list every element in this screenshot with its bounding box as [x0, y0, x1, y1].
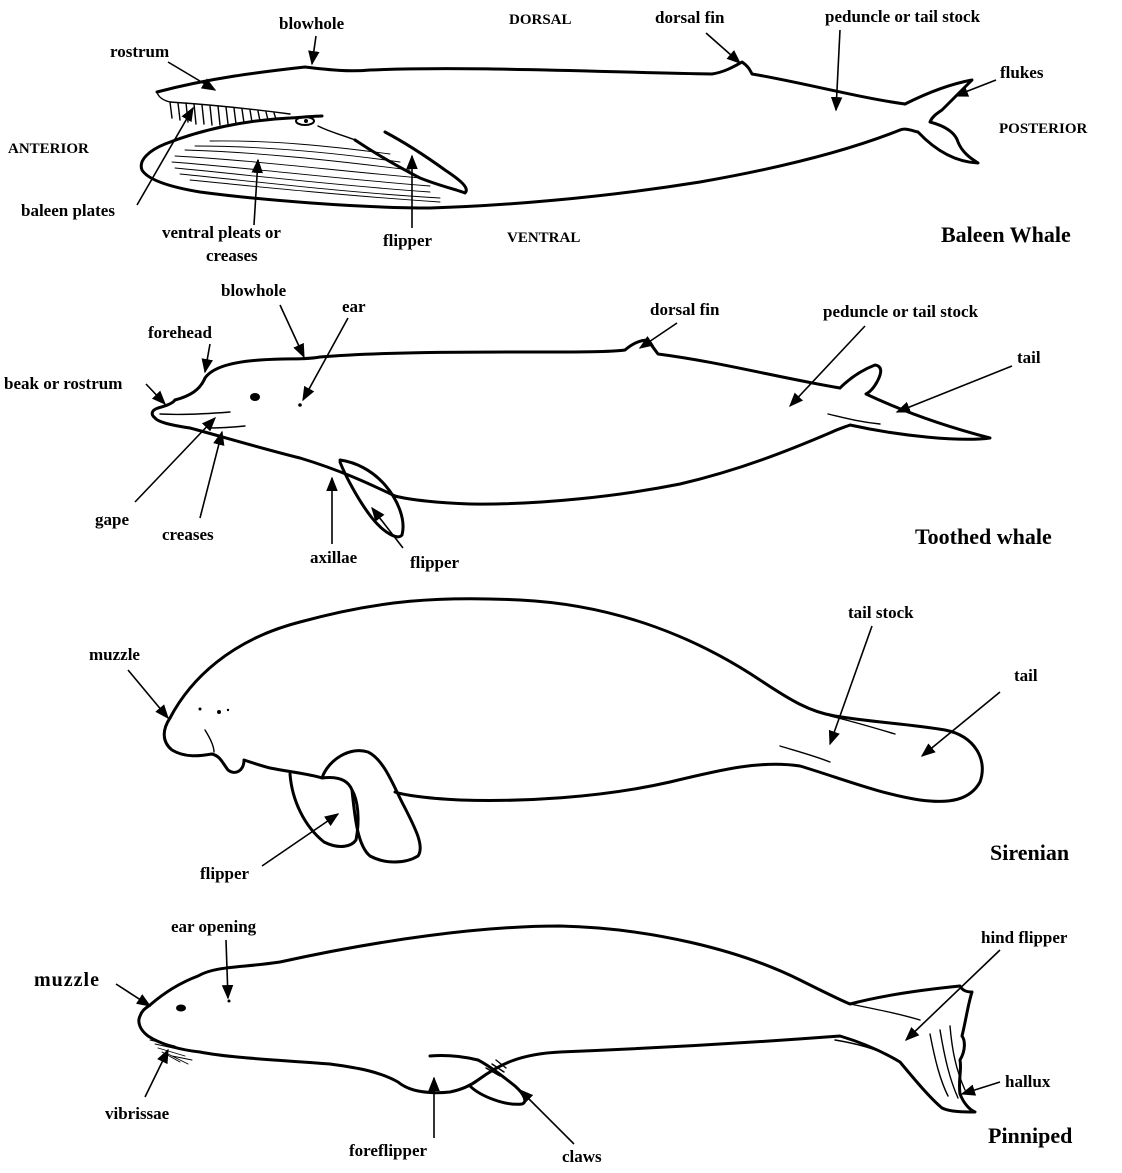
toothed-whale-drawing — [152, 340, 990, 537]
baleen-label-flukes: flukes — [1000, 63, 1044, 82]
toothed-label-beak: beak or rostrum — [4, 374, 122, 393]
toothed-label-creases: creases — [162, 525, 214, 544]
orientation-ventral: VENTRAL — [507, 230, 580, 246]
toothed-label-forehead: forehead — [148, 323, 212, 342]
baleen-label-ventral-pleats-line2: creases — [206, 246, 258, 265]
sirenian-drawing — [164, 599, 982, 862]
toothed-whale-title: Toothed whale — [915, 524, 1052, 549]
toothed-label-peduncle: peduncle or tail stock — [823, 302, 979, 321]
toothed-whale-diagram: blowhole ear dorsal fin peduncle or tail… — [4, 281, 1052, 572]
pinniped-title: Pinniped — [988, 1123, 1072, 1148]
pinniped-label-vibrissae: vibrissae — [105, 1104, 170, 1123]
sirenian-label-flipper: flipper — [200, 864, 250, 883]
orientation-posterior: POSTERIOR — [999, 121, 1088, 137]
baleen-label-baleen-plates: baleen plates — [21, 201, 115, 220]
sirenian-label-tail: tail — [1014, 666, 1038, 685]
baleen-whale-diagram: blowhole DORSAL dorsal fin peduncle or t… — [8, 7, 1088, 265]
toothed-label-flipper: flipper — [410, 553, 460, 572]
sirenian-title: Sirenian — [990, 840, 1069, 865]
sirenian-label-muzzle: muzzle — [89, 645, 140, 664]
baleen-label-dorsal-fin: dorsal fin — [655, 8, 725, 27]
toothed-label-blowhole: blowhole — [221, 281, 287, 300]
pinniped-label-hind-flipper: hind flipper — [981, 928, 1068, 947]
pinniped-label-muzzle: muzzle — [34, 969, 100, 991]
sirenian-label-tail-stock: tail stock — [848, 603, 914, 622]
pinniped-drawing — [139, 926, 975, 1112]
toothed-label-ear: ear — [342, 297, 366, 316]
toothed-label-dorsal-fin: dorsal fin — [650, 300, 720, 319]
orientation-anterior: ANTERIOR — [8, 141, 89, 157]
sirenian-leader-arrows — [128, 626, 1000, 866]
orientation-dorsal: DORSAL — [509, 12, 572, 28]
baleen-label-peduncle: peduncle or tail stock — [825, 7, 981, 26]
baleen-label-rostrum: rostrum — [110, 42, 169, 61]
pinniped-label-ear-opening: ear opening — [171, 917, 257, 936]
baleen-label-blowhole: blowhole — [279, 14, 345, 33]
baleen-whale-title: Baleen Whale — [941, 222, 1071, 247]
baleen-label-flipper: flipper — [383, 231, 433, 250]
baleen-whale-drawing — [141, 62, 978, 208]
pinniped-label-hallux: hallux — [1005, 1072, 1051, 1091]
pinniped-diagram: ear opening muzzle vibrissae hind flippe… — [34, 917, 1072, 1166]
pinniped-label-claws: claws — [562, 1147, 602, 1166]
toothed-label-tail: tail — [1017, 348, 1041, 367]
toothed-leader-arrows — [135, 305, 1012, 548]
baleen-label-ventral-pleats-line1: ventral pleats or — [162, 223, 281, 242]
toothed-label-gape: gape — [95, 510, 129, 529]
sirenian-diagram: muzzle tail stock tail flipper Sirenian — [89, 599, 1069, 883]
pinniped-label-foreflipper: foreflipper — [349, 1141, 428, 1160]
toothed-label-axillae: axillae — [310, 548, 358, 567]
pinniped-leader-arrows — [116, 940, 1000, 1144]
